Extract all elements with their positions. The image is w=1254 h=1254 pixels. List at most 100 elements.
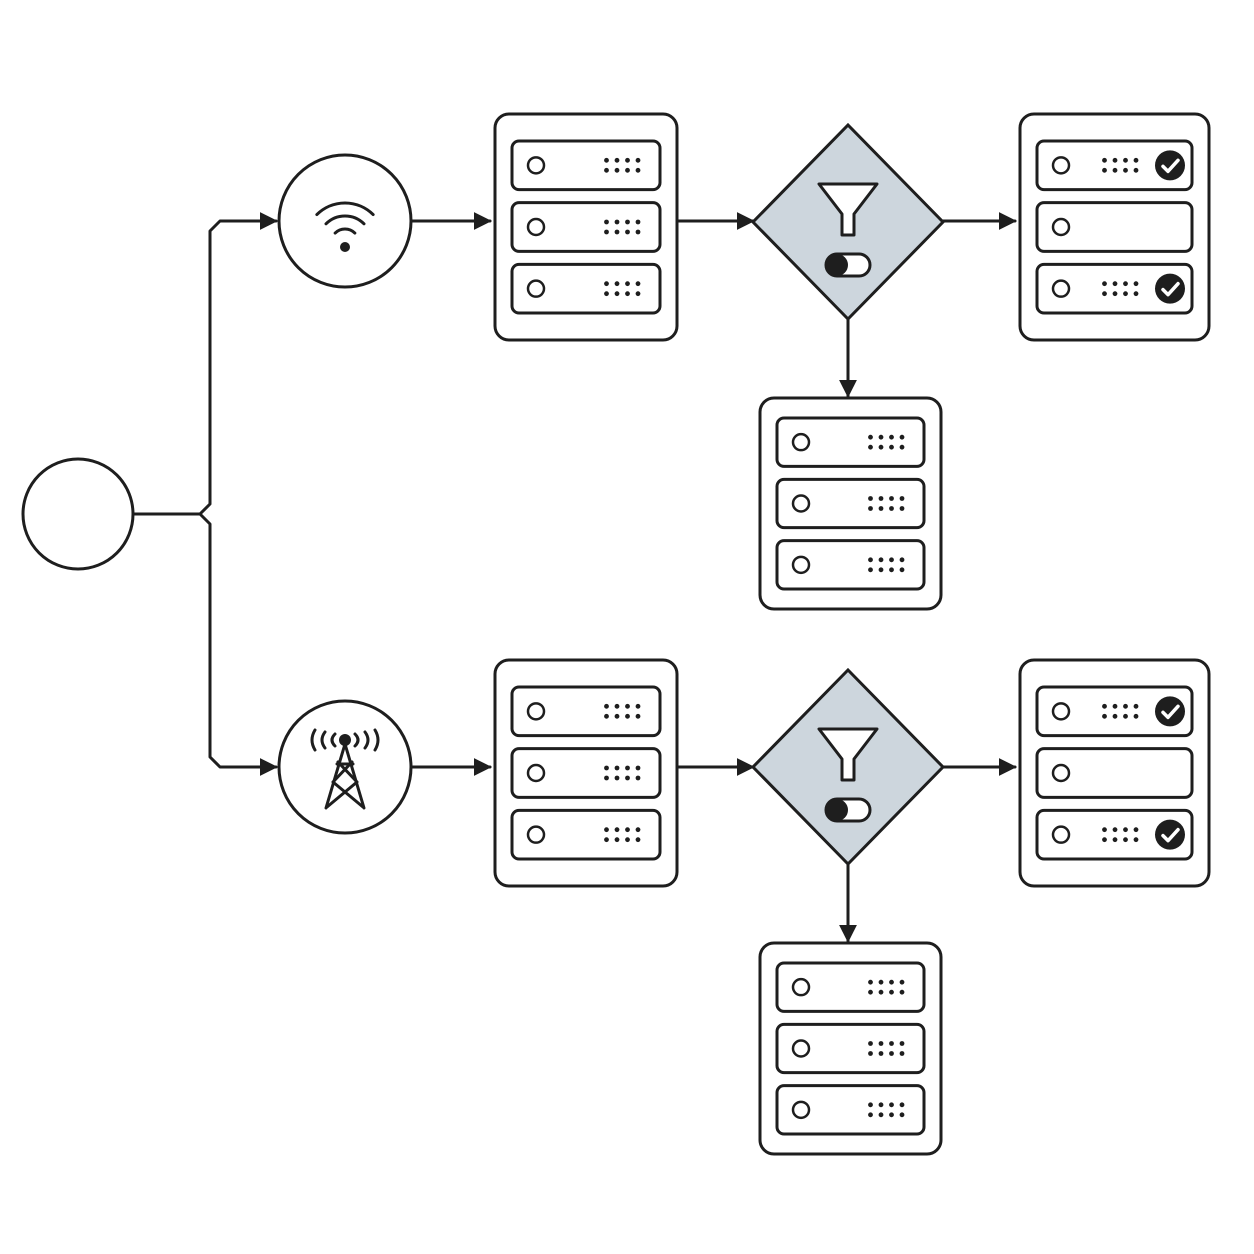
server-slot	[775, 961, 926, 1013]
server-slot	[775, 1084, 926, 1136]
funnel-icon	[817, 182, 879, 237]
slot-frame	[510, 139, 662, 192]
vent-dot	[614, 765, 620, 771]
vent-dot	[878, 567, 884, 573]
server-slot	[1035, 262, 1194, 315]
vent-dot	[1133, 703, 1139, 709]
status-led	[526, 279, 546, 298]
server-top-verified	[1018, 112, 1211, 342]
server-slot	[1035, 747, 1194, 799]
cell-tower-icon	[310, 728, 380, 810]
toggle-switch-icon	[824, 797, 872, 823]
status-led	[791, 494, 811, 513]
vent-dot	[1123, 167, 1128, 173]
vent-dot	[635, 157, 641, 163]
server-top-ingest	[493, 112, 679, 342]
vent-dot	[878, 506, 884, 511]
vent-dots	[604, 219, 641, 235]
vent-dot	[868, 1102, 873, 1108]
vent-dot	[889, 506, 894, 511]
slot-frame	[775, 1022, 926, 1075]
vent-dot	[1133, 837, 1139, 843]
vent-dot	[1133, 827, 1139, 833]
vent-dot	[625, 157, 630, 163]
vent-dot	[899, 1112, 905, 1118]
vent-dot	[878, 1041, 884, 1046]
vent-dot	[635, 291, 641, 297]
status-led	[1051, 702, 1071, 721]
vent-dot	[889, 557, 894, 563]
vent-dot	[1102, 703, 1107, 709]
vent-dot	[889, 496, 894, 501]
vent-dot	[899, 557, 905, 563]
vent-dot	[868, 506, 873, 511]
vent-dot	[868, 1051, 873, 1056]
vent-dot	[1102, 827, 1107, 833]
vent-dot	[625, 703, 630, 709]
cell-gateway	[277, 699, 413, 835]
vent-dot	[878, 496, 884, 501]
gateway-circle	[277, 153, 413, 289]
vent-dot	[614, 291, 620, 297]
server-slot	[1035, 808, 1194, 861]
vent-dot	[614, 167, 620, 173]
vent-dot	[635, 827, 641, 833]
vent-dot	[889, 1112, 894, 1118]
status-led	[526, 702, 546, 721]
vent-dot	[614, 219, 620, 225]
vent-dot	[1102, 713, 1107, 719]
arrow-source-to-cell-gateway	[198, 512, 278, 776]
slot-frame	[510, 685, 662, 738]
vent-dot	[868, 1041, 873, 1046]
vent-dot	[635, 775, 641, 781]
slot-frame	[1035, 262, 1194, 315]
server-slot	[1035, 139, 1194, 192]
vent-dot	[604, 167, 609, 173]
vent-dot	[614, 837, 620, 843]
vent-dot	[868, 989, 873, 995]
vent-dot	[899, 1102, 905, 1108]
vent-dot	[635, 229, 641, 235]
vent-dot	[604, 219, 609, 225]
server-top-rejected	[758, 396, 943, 611]
vent-dot	[878, 979, 884, 985]
vent-dots	[604, 157, 641, 173]
vent-dots	[868, 1041, 905, 1056]
status-led	[526, 217, 546, 237]
status-led	[1051, 217, 1071, 237]
slot-frame	[1035, 685, 1194, 738]
status-led	[791, 555, 811, 575]
vent-dot	[1133, 157, 1139, 163]
vent-dot	[625, 167, 630, 173]
vent-dot	[635, 219, 641, 225]
vent-dot	[899, 567, 905, 573]
vent-dot	[1112, 837, 1118, 843]
status-led	[1051, 279, 1071, 298]
vent-dots	[604, 765, 641, 781]
vent-dot	[604, 775, 609, 781]
vent-dot	[625, 775, 630, 781]
vent-dot	[868, 434, 873, 440]
vent-dot	[604, 765, 609, 771]
vent-dots	[868, 1102, 905, 1118]
start-node-circle	[21, 457, 135, 571]
vent-dot	[899, 444, 905, 450]
vent-dot	[1112, 827, 1118, 833]
status-led	[1051, 763, 1071, 783]
vent-dot	[604, 827, 609, 833]
vent-dot	[635, 837, 641, 843]
server-bottom-ingest	[493, 658, 679, 888]
vent-dot	[1112, 167, 1118, 173]
vent-dot	[899, 989, 905, 995]
vent-dot	[625, 219, 630, 225]
vent-dot	[1102, 837, 1107, 843]
vent-dot	[1123, 703, 1128, 709]
check-circle-icon	[1155, 819, 1185, 850]
vent-dot	[625, 827, 630, 833]
status-led	[791, 977, 811, 997]
slot-frame	[775, 539, 926, 591]
vent-dot	[625, 229, 630, 235]
gateway-circle	[277, 699, 413, 835]
source	[21, 457, 135, 571]
